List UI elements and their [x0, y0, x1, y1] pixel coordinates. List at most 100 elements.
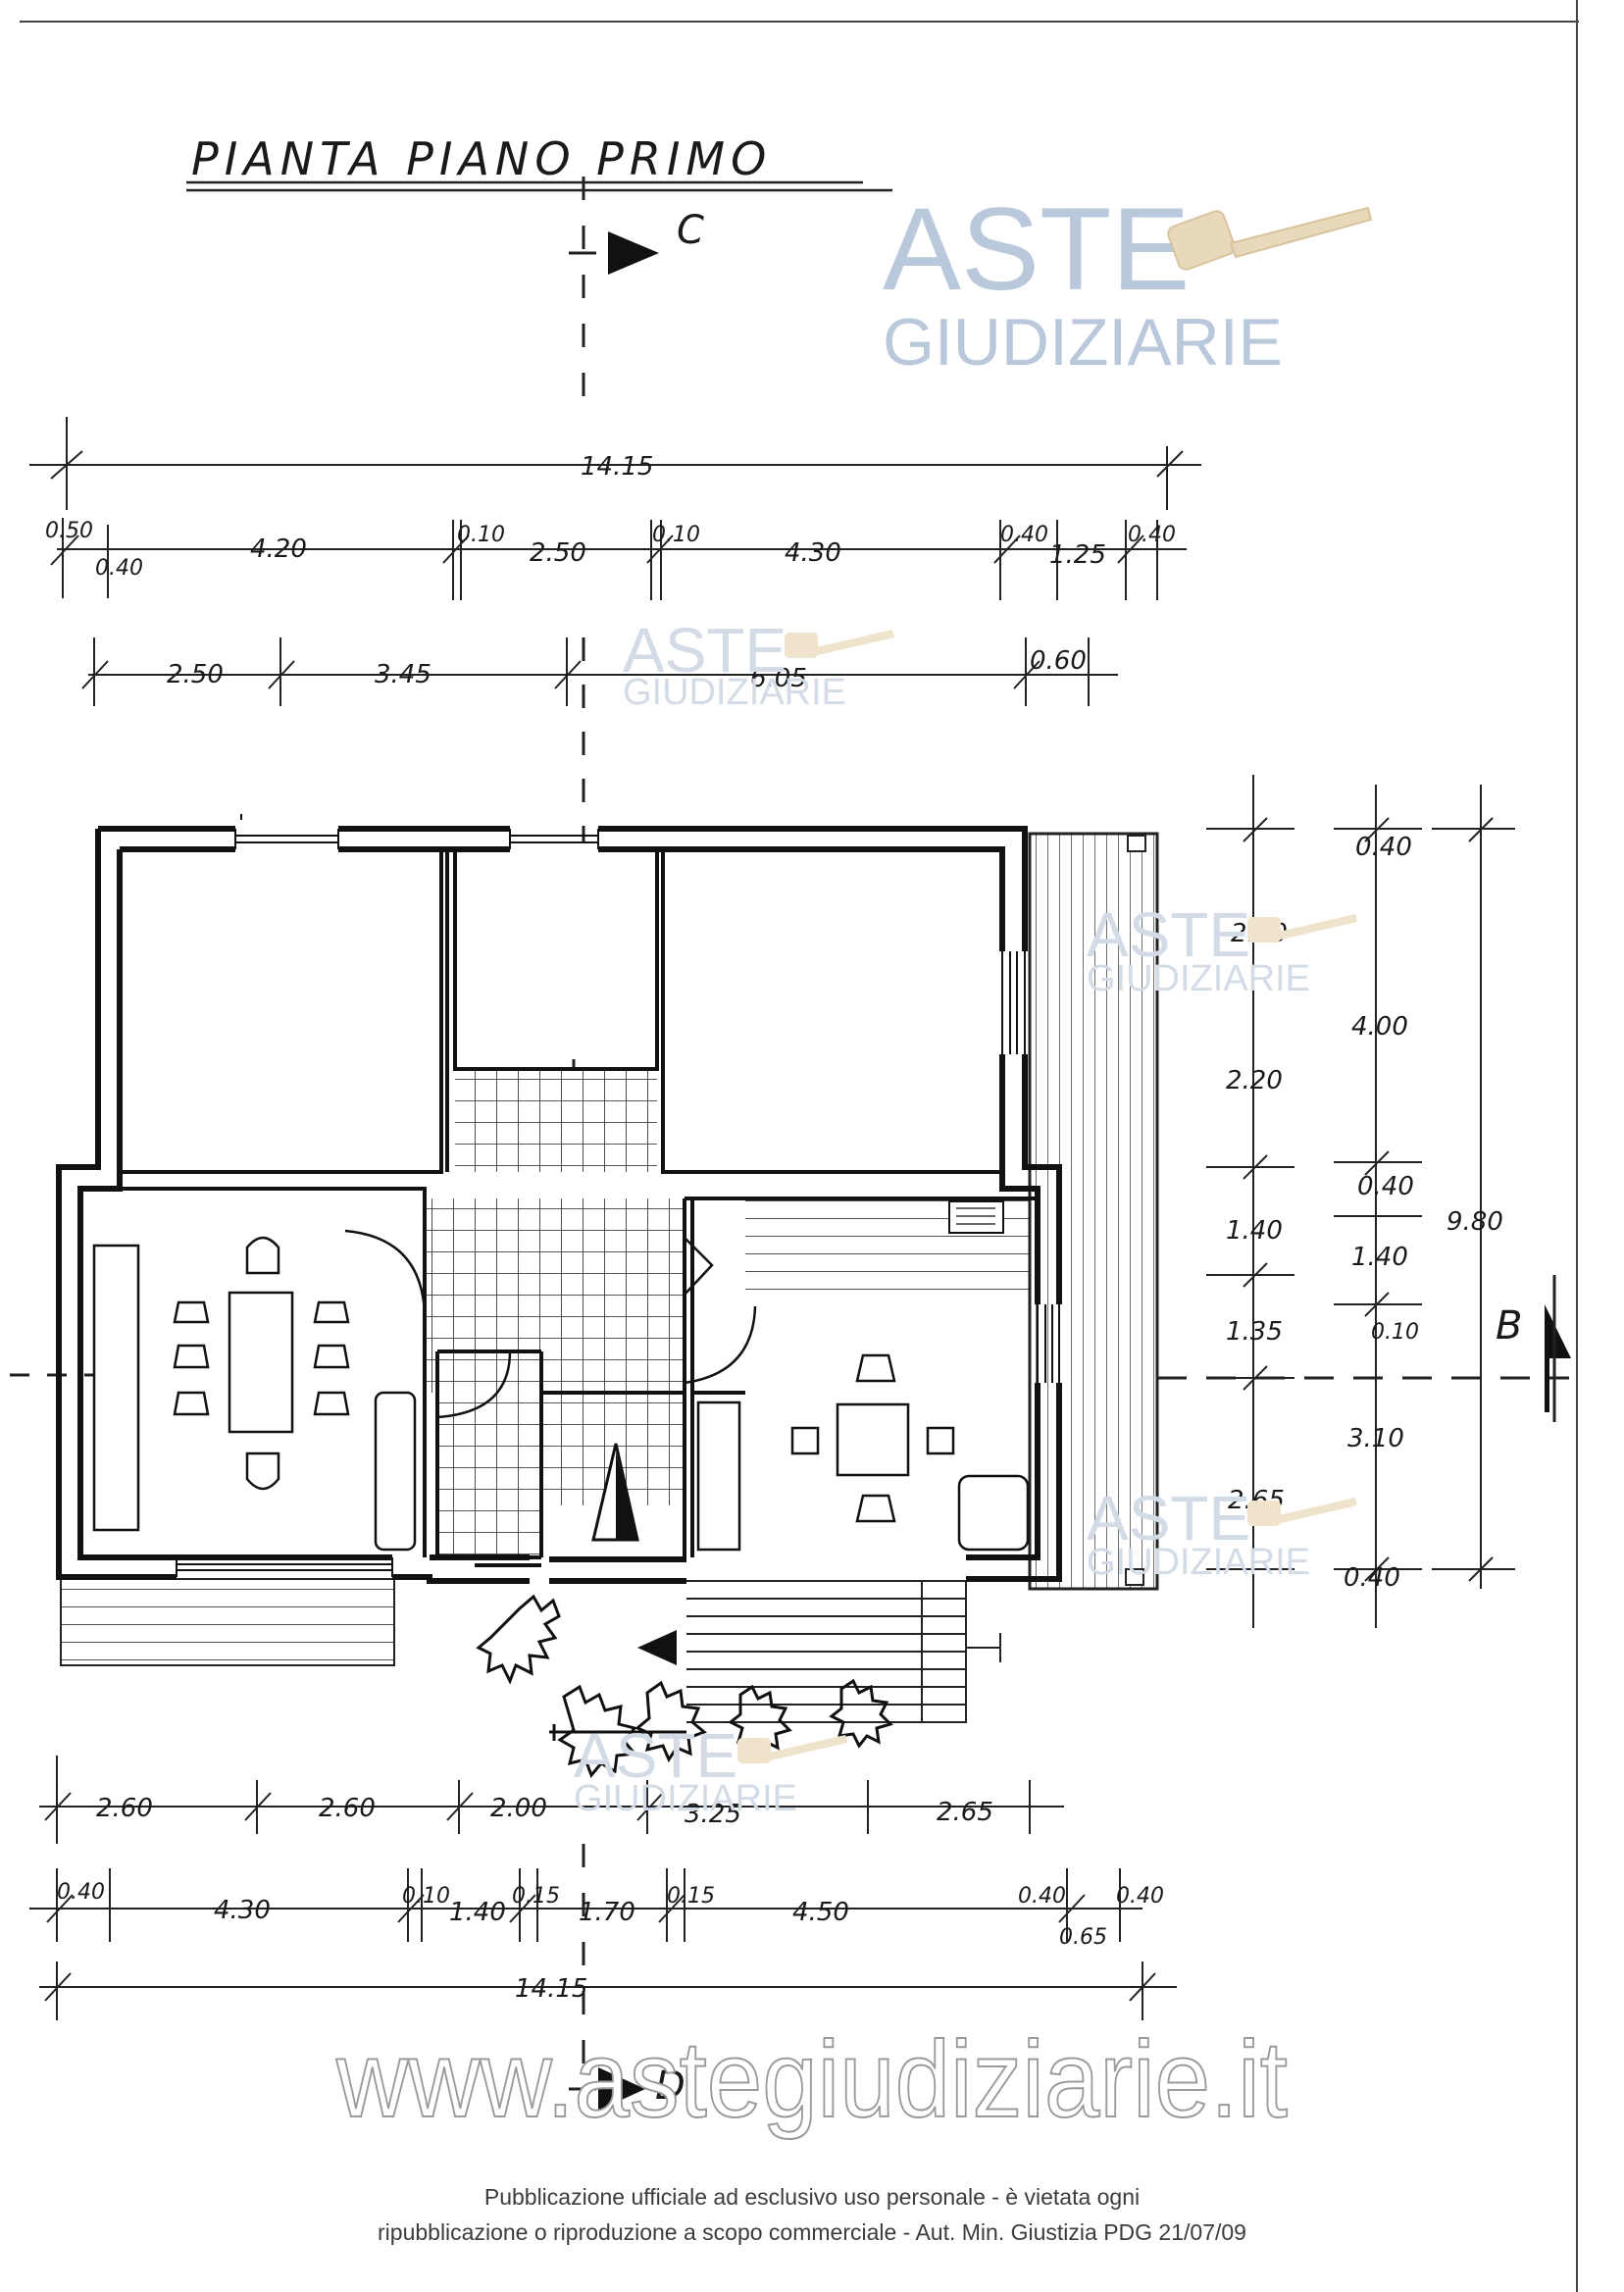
- windows: [176, 814, 1060, 1577]
- svg-text:0.40: 0.40: [1344, 1563, 1400, 1593]
- watermark-logo-small-3: ASTE GIUDIZIARIE: [1087, 1483, 1357, 1583]
- svg-text:ASTE: ASTE: [1087, 1483, 1250, 1553]
- svg-text:0.40: 0.40: [1000, 523, 1048, 547]
- section-arrow-c: C: [569, 177, 704, 402]
- svg-text:3.10: 3.10: [1347, 1424, 1404, 1453]
- stair-up-arrow-fill: [616, 1452, 637, 1540]
- svg-text:2.20: 2.20: [1226, 1066, 1283, 1095]
- svg-text:ASTE: ASTE: [1087, 899, 1250, 970]
- svg-text:1.70: 1.70: [579, 1898, 635, 1927]
- svg-text:1.40: 1.40: [449, 1898, 506, 1927]
- svg-text:D: D: [655, 2063, 685, 2109]
- door-swings: [344, 1229, 757, 1419]
- entrance-stairs: [686, 1580, 1001, 1723]
- svg-text:2.00: 2.00: [490, 1794, 547, 1823]
- kitchen-sink: [948, 1200, 1004, 1234]
- svg-text:0.40: 0.40: [95, 556, 143, 581]
- svg-text:6.05: 6.05: [750, 664, 807, 693]
- svg-text:0.15: 0.15: [512, 1884, 560, 1909]
- gavel-icon: [1247, 1498, 1357, 1526]
- kitchen-counter-west: [696, 1401, 741, 1552]
- svg-text:C: C: [677, 208, 704, 253]
- svg-text:2.65: 2.65: [937, 1798, 993, 1827]
- svg-text:0.40: 0.40: [1116, 1884, 1164, 1909]
- publication-notice-line-1: Pubblicazione ufficiale ad esclusivo uso…: [483, 2184, 1141, 2210]
- svg-text:0.40: 0.40: [57, 1880, 105, 1905]
- svg-text:14.15: 14.15: [581, 452, 653, 482]
- gavel-icon: [785, 630, 894, 658]
- watermark-url: www.astegiudiziarie.it: [335, 2019, 1288, 2140]
- svg-text:2.60: 2.60: [96, 1794, 153, 1823]
- floor-plan: [56, 814, 1159, 1778]
- bottom-dimension-labels: 2.60 2.60 2.00 3.25 2.65 0.40 4.30 0.10 …: [57, 1794, 1164, 2004]
- svg-text:2.50: 2.50: [530, 538, 586, 568]
- watermark-logo-small-4: ASTE GIUDIZIARIE: [574, 1720, 847, 1819]
- balcony-post-top: [1127, 835, 1146, 852]
- svg-text:0.40: 0.40: [1018, 1884, 1066, 1909]
- balcony-post-bottom: [1125, 1568, 1144, 1586]
- dining-set-west: [92, 1236, 417, 1552]
- armchair-east: [957, 1474, 1030, 1552]
- dining-set-east: [696, 1353, 1030, 1552]
- gavel-icon: [1167, 206, 1373, 271]
- watermark-logo-small-1: ASTE GIUDIZIARIE: [623, 615, 894, 713]
- right-dimension-labels: 2.20 2.20 1.40 1.35 2.65 0.40 4.00 0.40 …: [1226, 833, 1503, 1593]
- svg-text:3.45: 3.45: [375, 660, 431, 689]
- svg-text:0.50: 0.50: [45, 519, 93, 543]
- svg-text:0.10: 0.10: [457, 523, 505, 547]
- svg-text:ASTE: ASTE: [883, 183, 1190, 315]
- publication-notice-line-2: ripubblicazione o riproduzione a scopo c…: [378, 2219, 1246, 2245]
- svg-text:GIUDIZIARIE: GIUDIZIARIE: [1087, 1542, 1310, 1583]
- svg-text:ASTE: ASTE: [574, 1720, 737, 1791]
- svg-text:ASTE: ASTE: [623, 615, 787, 686]
- bottom-dimensions: [29, 1756, 1177, 2020]
- svg-text:0.65: 0.65: [1059, 1925, 1107, 1950]
- svg-text:0.40: 0.40: [1357, 1172, 1414, 1201]
- svg-text:0.10: 0.10: [1371, 1320, 1419, 1345]
- svg-text:4.00: 4.00: [1351, 1012, 1408, 1042]
- svg-text:4.50: 4.50: [792, 1898, 849, 1927]
- svg-text:GIUDIZIARIE: GIUDIZIARIE: [623, 672, 846, 713]
- right-dimensions: [1206, 775, 1515, 1628]
- svg-text:0.15: 0.15: [667, 1884, 715, 1909]
- svg-text:PIANTA PIANO PRIMO: PIANTA PIANO PRIMO: [191, 132, 772, 185]
- sideboard-west: [92, 1244, 140, 1532]
- svg-text:GIUDIZIARIE: GIUDIZIARIE: [574, 1778, 797, 1819]
- svg-text:14.15: 14.15: [515, 1974, 587, 2004]
- bathroom-floor: [455, 1069, 657, 1172]
- svg-text:9.80: 9.80: [1446, 1207, 1503, 1237]
- svg-text:2.50: 2.50: [167, 660, 224, 689]
- closet-floor: [437, 1351, 541, 1557]
- publication-notice: Pubblicazione ufficiale ad esclusivo uso…: [0, 2179, 1624, 2250]
- plan-title: PIANTA PIANO PRIMO: [186, 132, 892, 192]
- entrance-arrow: [637, 1630, 677, 1665]
- svg-text:1.40: 1.40: [1351, 1243, 1408, 1272]
- svg-text:0.40: 0.40: [1128, 523, 1176, 547]
- dining-table-east: [836, 1402, 910, 1477]
- watermark-logo-top: ASTE GIUDIZIARIE: [883, 183, 1373, 380]
- top-dimensions: [29, 417, 1201, 706]
- svg-text:4.30: 4.30: [785, 538, 841, 568]
- section-arrow-d: D: [569, 1844, 685, 2128]
- svg-text:1.25: 1.25: [1049, 540, 1106, 570]
- svg-text:1.40: 1.40: [1226, 1216, 1283, 1246]
- east-balcony: [1028, 832, 1159, 1591]
- svg-text:0.10: 0.10: [402, 1884, 450, 1909]
- southwest-terrace: [60, 1578, 395, 1666]
- svg-text:0.60: 0.60: [1030, 646, 1087, 676]
- sheet-border: [20, 0, 1579, 2292]
- watermark-logo-small-2: ASTE GIUDIZIARIE: [1087, 899, 1357, 999]
- svg-text:0.40: 0.40: [1355, 833, 1412, 862]
- svg-text:1.35: 1.35: [1226, 1317, 1283, 1347]
- sofa-west: [374, 1391, 417, 1552]
- svg-text:B: B: [1496, 1303, 1522, 1349]
- gavel-icon: [737, 1735, 847, 1763]
- dining-table-west: [228, 1291, 294, 1434]
- svg-text:4.30: 4.30: [214, 1896, 271, 1925]
- svg-text:0.10: 0.10: [652, 523, 700, 547]
- top-dimension-labels: 14.15 0.50 0.40 4.20 0.10 2.50 0.10 4.30…: [45, 452, 1176, 693]
- svg-text:GIUDIZIARIE: GIUDIZIARIE: [1087, 958, 1310, 999]
- svg-text:3.25: 3.25: [685, 1800, 741, 1829]
- section-arrow-b: B: [1157, 1275, 1571, 1422]
